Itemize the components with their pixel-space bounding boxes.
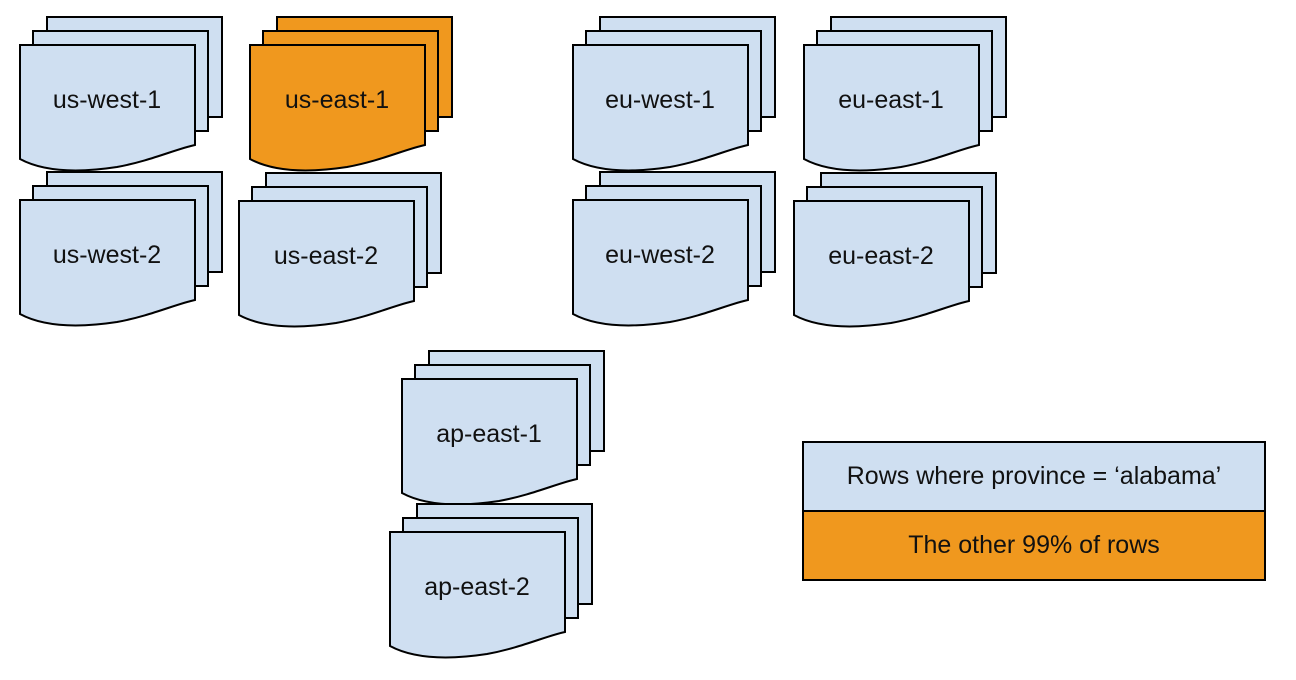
multi-document-icon xyxy=(803,16,1007,172)
legend-item-alabama-rows: Rows where province = ‘alabama’ xyxy=(804,443,1264,510)
legend-item-other-rows: The other 99% of rows xyxy=(804,510,1264,579)
multi-document-icon xyxy=(401,350,605,506)
legend-item-label: Rows where province = ‘alabama’ xyxy=(846,462,1222,490)
multi-document-icon xyxy=(572,16,776,172)
region-stack-eu-west-2: eu-west-2 xyxy=(572,171,776,329)
region-stack-ap-east-2: ap-east-2 xyxy=(389,503,593,661)
multi-document-icon xyxy=(793,172,997,328)
region-stack-eu-east-1: eu-east-1 xyxy=(803,16,1007,174)
multi-document-icon xyxy=(19,171,223,327)
legend: Rows where province = ‘alabama’ The othe… xyxy=(802,441,1266,581)
region-stack-eu-east-2: eu-east-2 xyxy=(793,172,997,330)
multi-document-icon xyxy=(238,172,442,328)
multi-document-icon xyxy=(19,16,223,172)
multi-document-icon xyxy=(389,503,593,659)
multi-document-icon xyxy=(572,171,776,327)
multi-document-icon xyxy=(249,16,453,172)
region-stack-us-west-2: us-west-2 xyxy=(19,171,223,329)
region-stack-us-east-2: us-east-2 xyxy=(238,172,442,330)
region-stack-eu-west-1: eu-west-1 xyxy=(572,16,776,174)
region-stack-us-east-1: us-east-1 xyxy=(249,16,453,174)
region-stack-us-west-1: us-west-1 xyxy=(19,16,223,174)
region-stack-ap-east-1: ap-east-1 xyxy=(401,350,605,508)
legend-item-label: The other 99% of rows xyxy=(908,531,1160,559)
